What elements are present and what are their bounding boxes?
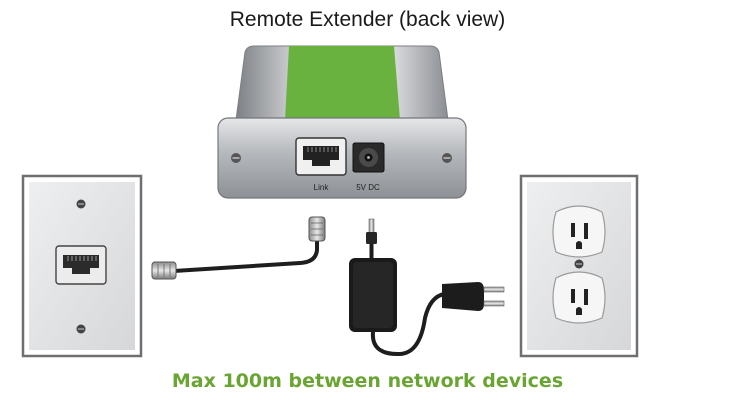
remote-extender-device: Link 5V DC <box>217 45 467 199</box>
distance-caption: Max 100m between network devices <box>171 370 564 392</box>
ethernet-wall-plate <box>21 174 143 358</box>
dc-power-port-icon <box>352 142 385 173</box>
link-port-label: Link <box>314 183 330 192</box>
power-adapter <box>349 218 505 357</box>
screw-icon <box>231 153 241 163</box>
green-stripe <box>285 46 400 120</box>
ac-plug-icon <box>442 282 505 311</box>
rj45-connector-icon <box>308 216 326 242</box>
screw-icon <box>76 324 86 334</box>
screw-icon <box>76 199 86 209</box>
link-port-icon <box>295 137 347 176</box>
rj45-connector-icon <box>151 261 177 280</box>
screw-icon <box>442 153 452 163</box>
diagram-title: Remote Extender (back view) <box>229 8 506 31</box>
outlet-socket-icon <box>552 205 606 258</box>
ethernet-jack-icon <box>55 245 107 285</box>
network-cable <box>151 216 326 280</box>
electrical-outlet <box>519 174 639 358</box>
dc-power-port-label: 5V DC <box>356 183 380 192</box>
outlet-socket-icon <box>552 271 606 324</box>
screw-icon <box>574 259 584 269</box>
